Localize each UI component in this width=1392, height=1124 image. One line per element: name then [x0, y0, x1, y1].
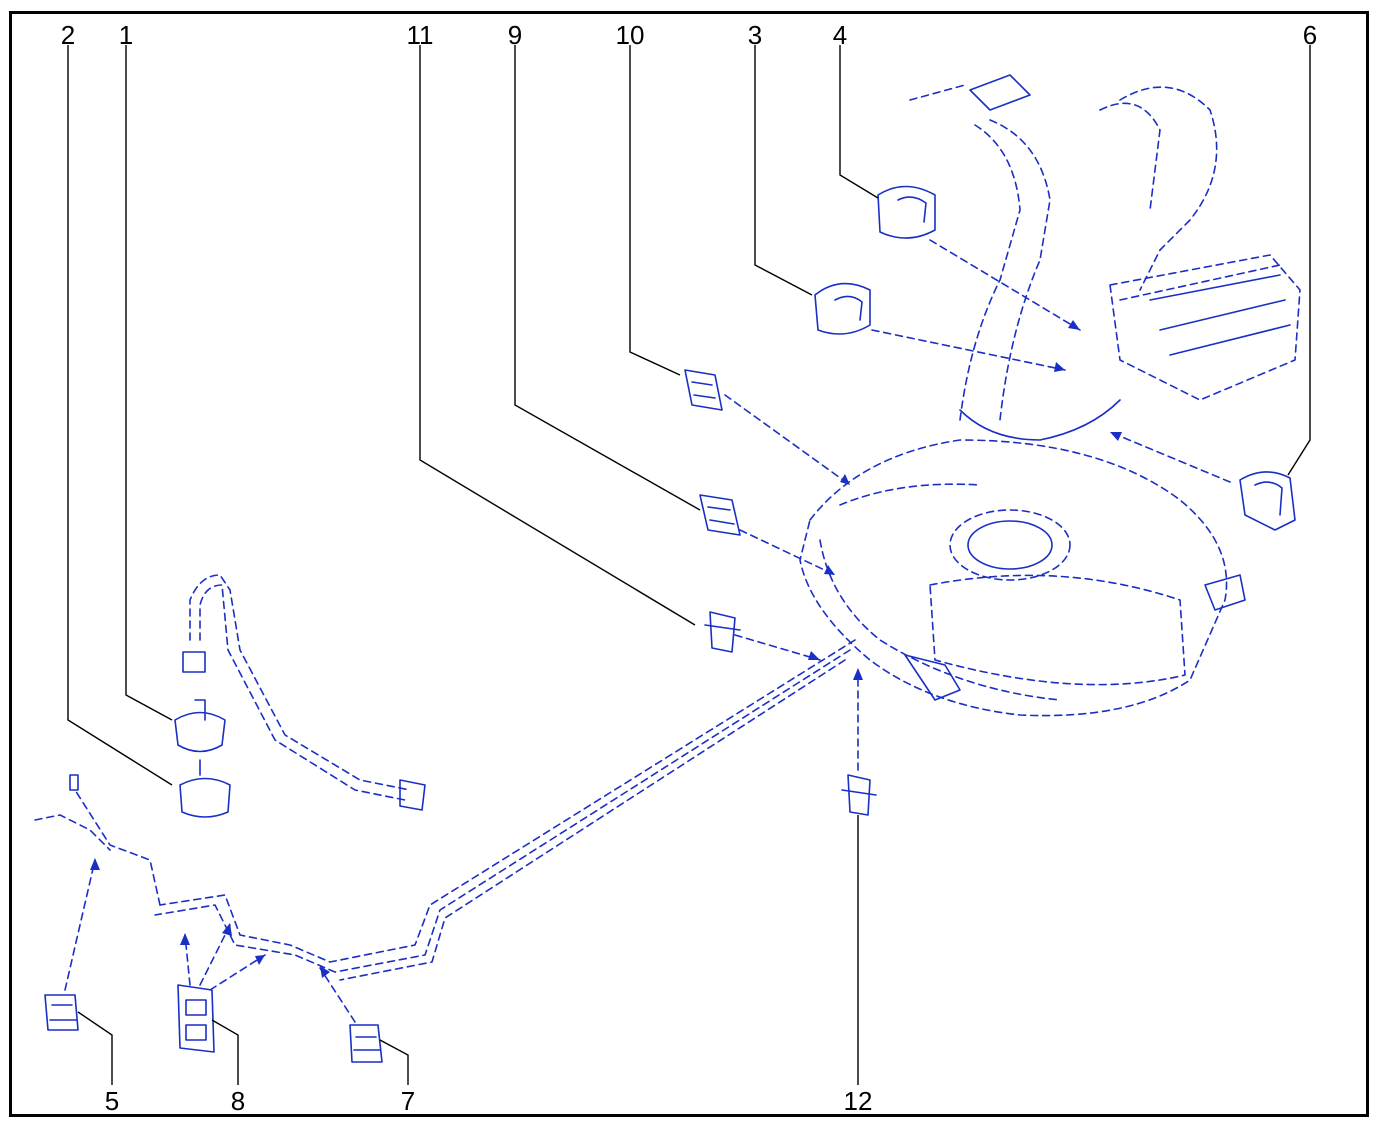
evap-canister: [1099, 86, 1301, 401]
callout-5: 5: [104, 1086, 120, 1116]
fuel-lines: [34, 639, 856, 981]
callout-8: 8: [230, 1086, 246, 1116]
clip-7: [349, 1024, 383, 1063]
callout-6: 6: [1302, 20, 1318, 50]
assembly-arrows: [64, 239, 1231, 1023]
callout-2: 2: [60, 20, 76, 50]
clip-4: [877, 185, 936, 239]
callout-12: 12: [843, 1086, 873, 1116]
arrow-heads: [90, 320, 1122, 978]
clip-12: [841, 774, 877, 816]
clip-3: [814, 282, 871, 335]
filler-neck: [909, 74, 1121, 441]
callout-10: 10: [615, 20, 645, 50]
leader-lines: [67, 45, 1311, 1085]
callout-1: 1: [118, 20, 134, 50]
callout-9: 9: [507, 20, 523, 50]
vapor-line: [174, 574, 426, 818]
callout-4: 4: [832, 20, 848, 50]
clip-8: [177, 984, 215, 1053]
clip-5: [44, 994, 79, 1031]
clip-10: [684, 369, 723, 411]
callout-7: 7: [400, 1086, 416, 1116]
fuel-tank: [799, 439, 1246, 717]
clip-9: [699, 494, 741, 536]
clip-6: [1239, 471, 1296, 531]
callout-3: 3: [747, 20, 763, 50]
clip-11: [704, 611, 741, 653]
diagram-frame: [9, 11, 1369, 1117]
callout-11: 11: [406, 20, 434, 50]
